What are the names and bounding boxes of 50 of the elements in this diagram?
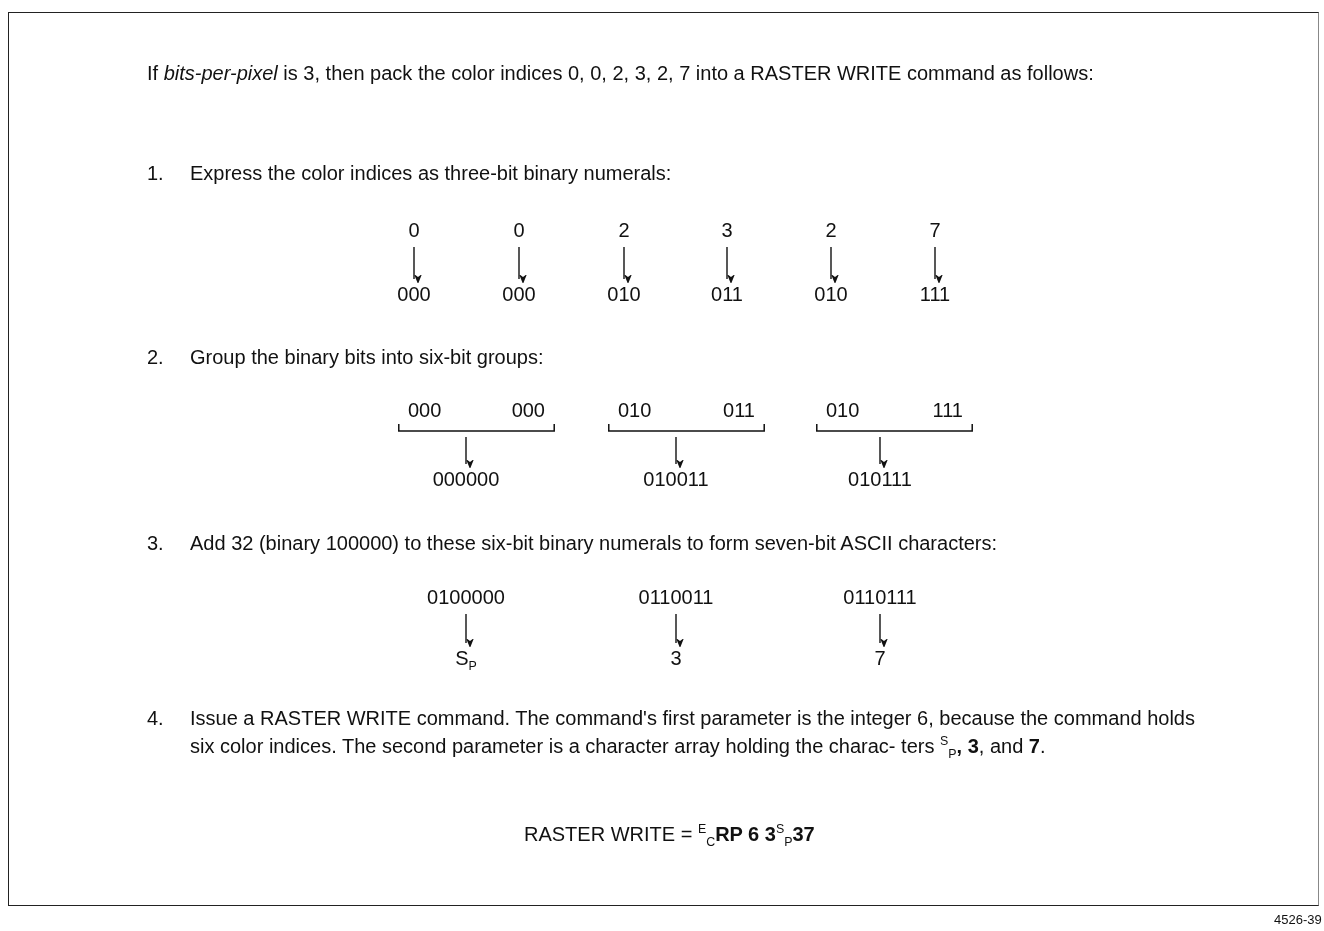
number-text: 000	[395, 282, 433, 306]
number-text: 000000	[430, 467, 502, 491]
intro-text: If bits-per-pixel is 3, then pack the color indices 0, 0, 2, 3, 2, 7 into a RASTER WRITE command as follows:	[147, 61, 1095, 86]
bit-text: 000	[511, 398, 545, 422]
number-text: 0	[406, 218, 422, 242]
bit-text: 010	[618, 398, 652, 422]
figure-number: 4526-39	[1274, 911, 1322, 929]
equation-text: RASTER WRITE = $^{E}$$_{C}$RP 6 3$^{S}$$_{P}$37	[524, 821, 815, 851]
number-text: 0	[511, 218, 527, 242]
step-number: 2.	[147, 345, 164, 370]
number-text: 010	[812, 282, 850, 306]
number-text: S$_{P}$	[453, 646, 479, 674]
arrow	[675, 436, 684, 469]
bit-text: 111	[932, 398, 963, 422]
step-text: Group the binary bits into six-bit groups:	[190, 345, 544, 370]
bit-text: 010	[826, 398, 860, 422]
arrow	[518, 246, 527, 284]
step-number: 3.	[147, 531, 164, 556]
bit-text: 000	[408, 398, 442, 422]
number-text: 3	[719, 218, 735, 242]
step-number: 4.	[147, 706, 164, 731]
number-text: 2	[616, 218, 632, 242]
arrow	[830, 246, 839, 284]
step-text: Express the color indices as three-bit binary numerals:	[190, 161, 672, 186]
number-text: 010	[605, 282, 643, 306]
arrow	[413, 246, 422, 284]
number-text: 0100000	[425, 585, 507, 609]
arrow	[879, 436, 888, 469]
number-text: 010111	[846, 467, 914, 491]
arrow	[726, 246, 735, 284]
number-text: 111	[917, 282, 953, 306]
arrow	[465, 436, 474, 469]
arrow	[934, 246, 943, 284]
step-text: Issue a RASTER WRITE command. The command's first parameter is the integer 6, because the command holds six color indices. The second parameter is a character array holding the charac- ters $^{S}$$_{P}$, 3, and 7.	[190, 706, 1196, 763]
bit-text: 011	[723, 398, 755, 422]
number-text: 2	[823, 218, 839, 242]
number-text: 011	[709, 282, 745, 306]
number-text: 010011	[641, 467, 711, 491]
number-text: 7	[872, 646, 888, 670]
step-number: 1.	[147, 161, 164, 186]
number-text: 0110011	[636, 585, 716, 609]
number-text: 0110111	[841, 585, 919, 609]
step-text: Add 32 (binary 100000) to these six-bit binary numerals to form seven-bit ASCII characters:	[190, 531, 998, 556]
arrow	[623, 246, 632, 284]
arrow	[675, 613, 684, 648]
arrow	[879, 613, 888, 648]
number-text: 7	[927, 218, 943, 242]
number-text: 000	[500, 282, 538, 306]
number-text: 3	[668, 646, 684, 670]
arrow	[465, 613, 474, 648]
